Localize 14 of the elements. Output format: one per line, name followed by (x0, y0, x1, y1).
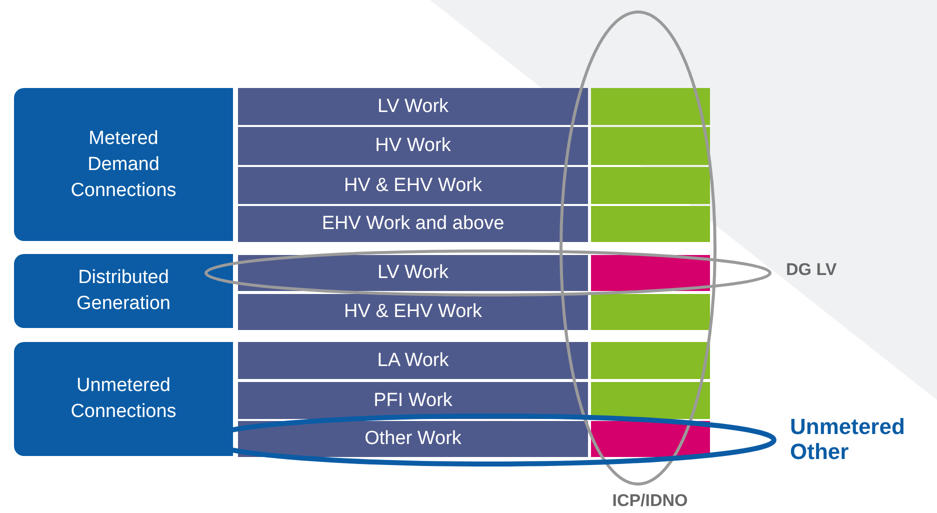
row-bar: HV & EHV Work (238, 167, 588, 204)
ellipse-label: Unmetered Other (790, 414, 906, 464)
category-box: Metered Demand Connections (14, 88, 233, 241)
ellipse-label: ICP/IDNO (611, 491, 689, 511)
status-cell (591, 255, 710, 291)
row-bar: HV & EHV Work (238, 294, 588, 330)
row-bar: LA Work (238, 342, 588, 379)
row-bar: EHV Work and above (238, 206, 588, 242)
category-box: Distributed Generation (14, 254, 233, 328)
row-bar: HV Work (238, 127, 588, 165)
row-bar: PFI Work (238, 382, 588, 419)
ellipse-label: DG LV (786, 260, 838, 280)
category-box: Unmetered Connections (14, 342, 233, 456)
row-bar: LV Work (238, 88, 588, 125)
